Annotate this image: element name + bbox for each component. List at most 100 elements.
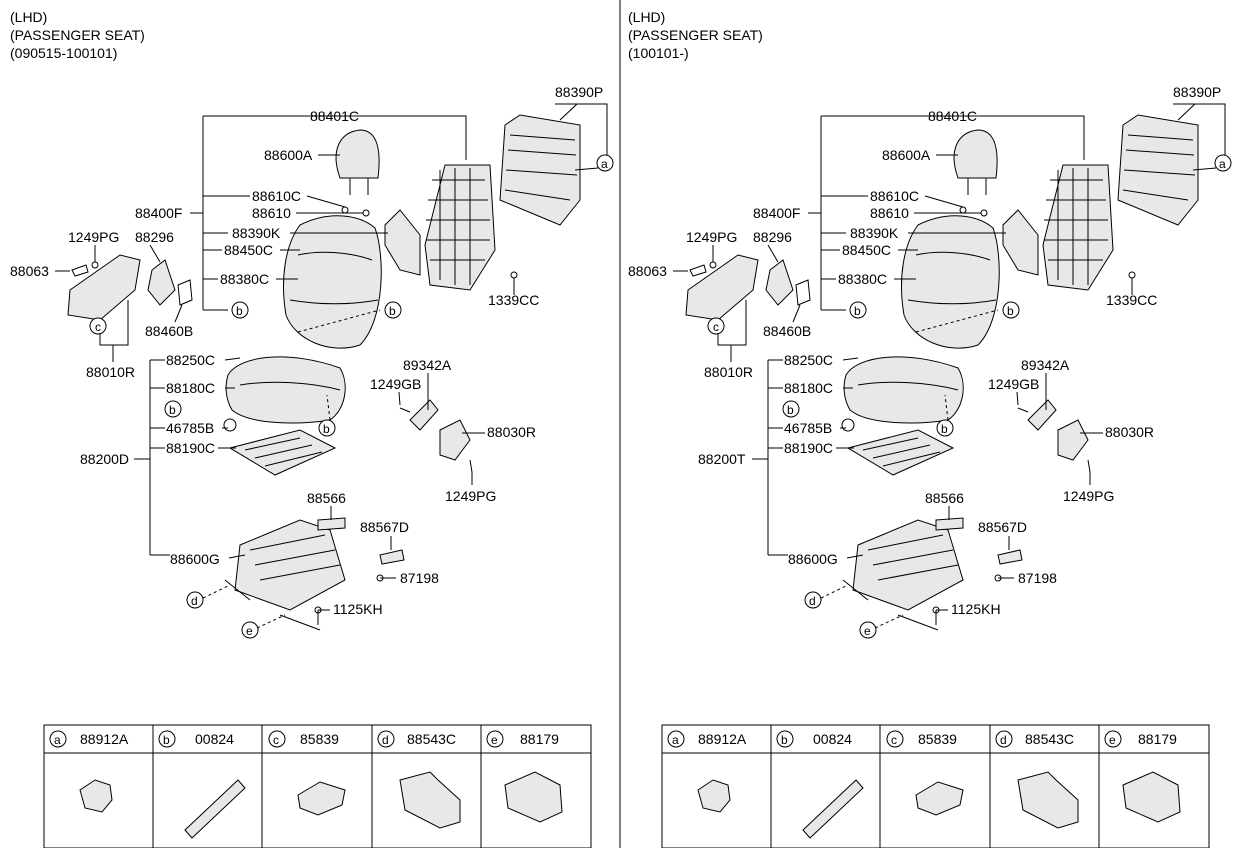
- svg-text:b: b: [236, 304, 243, 318]
- label-88063: 88063: [10, 263, 49, 279]
- legend-part-b: 00824: [813, 731, 852, 747]
- label-87198: 87198: [1018, 570, 1057, 586]
- svg-text:b: b: [941, 422, 948, 436]
- label-88390p: 88390P: [555, 84, 603, 100]
- legend-part-e: 88179: [1138, 731, 1177, 747]
- side-cover-part: [1017, 399, 1091, 473]
- svg-text:e: e: [1109, 733, 1116, 747]
- svg-text:d: d: [809, 594, 816, 608]
- side-cover-part: [399, 399, 473, 473]
- label-88450c: 88450C: [842, 242, 891, 258]
- label-1339cc: 1339CC: [1106, 292, 1157, 308]
- callout-d: d: [804, 591, 822, 609]
- label-88380c: 88380C: [838, 271, 887, 287]
- legend-part-d: 88543C: [1025, 731, 1074, 747]
- backrest-cushion-part: [901, 215, 1000, 349]
- label-87198: 87198: [400, 570, 439, 586]
- label-88401c: 88401C: [928, 108, 977, 124]
- svg-text:b: b: [169, 403, 176, 417]
- legend-cell-b: b 00824: [158, 730, 246, 839]
- legend-part-a: 88912A: [698, 731, 747, 747]
- label-88600a: 88600A: [264, 147, 313, 163]
- label-88400f: 88400F: [135, 205, 182, 221]
- callout-e: e: [859, 621, 877, 639]
- legend-cell-c: c 85839: [268, 730, 346, 816]
- label-1125kh: 1125KH: [333, 601, 383, 617]
- label-1249pg-top: 1249PG: [686, 229, 737, 245]
- bolt-88610c: [959, 206, 967, 214]
- label-88296: 88296: [135, 229, 174, 245]
- legend-part-e: 88179: [520, 731, 559, 747]
- label-88460b: 88460B: [763, 323, 811, 339]
- parts-legend-table: a 88912A b 00824 c 85839 d 88543C e: [43, 724, 592, 848]
- header-line-2: (PASSENGER SEAT): [10, 27, 145, 43]
- label-88063: 88063: [628, 263, 667, 279]
- legend-part-a: 88912A: [80, 731, 129, 747]
- svg-text:b: b: [781, 733, 788, 747]
- label-46785b: 46785B: [166, 420, 214, 436]
- svg-text:c: c: [95, 320, 101, 334]
- callout-b-top: b: [849, 301, 867, 319]
- seat-cushion-part: [225, 356, 346, 424]
- legend-cell-d: d 88543C: [377, 730, 461, 829]
- label-88180c: 88180C: [166, 380, 215, 396]
- legend-cell-e: e 88179: [486, 730, 563, 823]
- legend-cell-a: a 88912A: [49, 730, 129, 813]
- svg-text:e: e: [491, 733, 498, 747]
- label-89342a: 89342A: [1021, 357, 1070, 373]
- legend-cell-c: c 85839: [886, 730, 964, 816]
- bolt-88610c: [341, 206, 349, 214]
- callout-d: d: [186, 591, 204, 609]
- label-88566: 88566: [307, 490, 346, 506]
- callout-a: a: [1214, 154, 1232, 172]
- callout-e: e: [241, 621, 259, 639]
- seat-back-frame: [424, 164, 496, 291]
- backrest-cushion-part: [283, 215, 382, 349]
- label-88200: 88200D: [80, 451, 129, 467]
- label-88600g: 88600G: [170, 551, 220, 567]
- label-88460b: 88460B: [145, 323, 193, 339]
- label-88610: 88610: [870, 205, 909, 221]
- callout-b-top: b: [231, 301, 249, 319]
- bolt-1339cc: [510, 271, 518, 279]
- label-88010r: 88010R: [86, 364, 135, 380]
- label-88600g: 88600G: [788, 551, 838, 567]
- header-line-3: (090515-100101): [10, 45, 117, 61]
- side-shield-part: [685, 254, 811, 321]
- bolt-1339cc: [1128, 271, 1136, 279]
- label-88296: 88296: [753, 229, 792, 245]
- callout-a: a: [596, 154, 614, 172]
- legend-part-c: 85839: [918, 731, 957, 747]
- svg-text:b: b: [389, 304, 396, 318]
- svg-text:c: c: [273, 733, 279, 747]
- svg-text:c: c: [891, 733, 897, 747]
- legend-cell-e: e 88179: [1104, 730, 1181, 823]
- label-88610c: 88610C: [252, 188, 301, 204]
- svg-text:b: b: [163, 733, 170, 747]
- diagram-panel-left: (LHD) (PASSENGER SEAT) (090515-100101): [10, 9, 614, 848]
- label-88390k: 88390K: [850, 225, 899, 241]
- legend-cell-b: b 00824: [776, 730, 864, 839]
- seat-track-part: [224, 517, 405, 631]
- label-88450c: 88450C: [224, 242, 273, 258]
- label-89342a: 89342A: [403, 357, 452, 373]
- svg-text:b: b: [323, 422, 330, 436]
- svg-text:e: e: [246, 624, 253, 638]
- callout-c: c: [89, 317, 107, 335]
- svg-text:a: a: [672, 733, 679, 747]
- label-88200: 88200T: [698, 451, 746, 467]
- lumbar-support-part: [1002, 209, 1039, 276]
- seat-track-part: [842, 517, 1023, 631]
- seat-cushion-part: [843, 356, 964, 424]
- legend-part-b: 00824: [195, 731, 234, 747]
- svg-text:d: d: [191, 594, 198, 608]
- svg-text:d: d: [382, 733, 389, 747]
- callout-b-back: b: [1002, 301, 1020, 319]
- callout-b-cushion: b: [318, 419, 336, 437]
- legend-cell-d: d 88543C: [995, 730, 1079, 829]
- label-88610c: 88610C: [870, 188, 919, 204]
- label-1339cc: 1339CC: [488, 292, 539, 308]
- label-88567d: 88567D: [360, 519, 409, 535]
- label-88010r: 88010R: [704, 364, 753, 380]
- clip-46785b: [841, 418, 855, 432]
